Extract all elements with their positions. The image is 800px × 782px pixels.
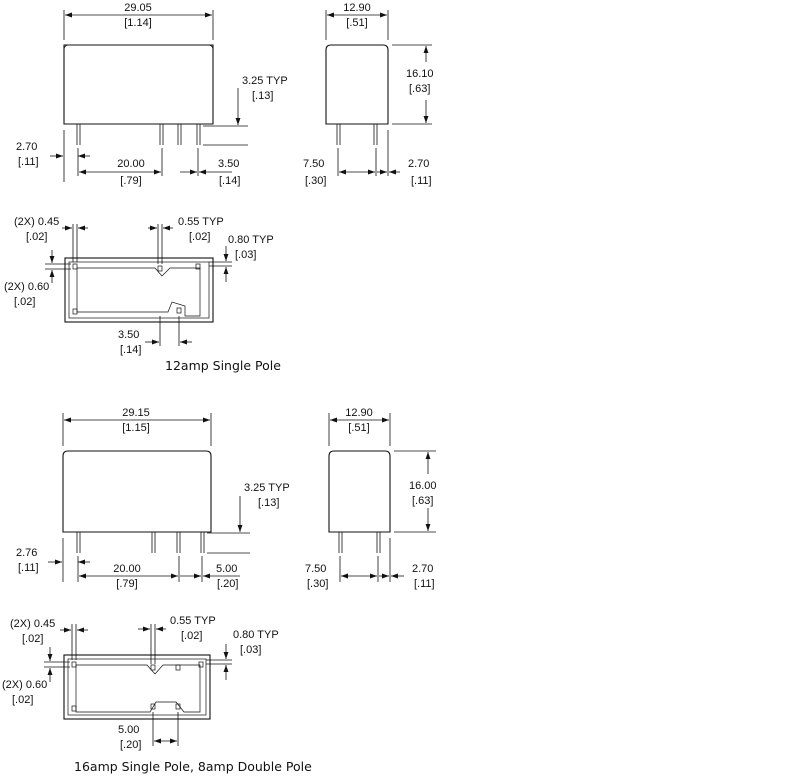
relay-12a-pin-length: 3.25 TYP: [242, 75, 288, 87]
relay-16a-side-pitch: 7.50: [305, 563, 326, 575]
relay-16a-fp-w1-in: [.02]: [22, 633, 43, 645]
relay-12a-fp-w2-in: [.02]: [189, 231, 210, 243]
relay-16a-fp-pitch: 5.00: [118, 724, 139, 736]
caption-16a: 16amp Single Pole, 8amp Double Pole: [74, 759, 312, 774]
relay-12a-height: 16.10: [406, 68, 434, 80]
relay-16a-width-in: [1.15]: [122, 422, 150, 434]
relay-12a-fp-h1-in: [.02]: [14, 296, 35, 308]
relay-12a-side-offset-in: [.11]: [411, 175, 432, 187]
relay-12a-pin-pitch-in: [.14]: [219, 175, 240, 187]
relay-12a-pin-offset-in: [.11]: [18, 156, 39, 168]
relay-12a-width: 29.05: [124, 2, 152, 14]
relay-16a-pin-offset: 2.76: [16, 547, 37, 559]
relay-16a-side-offset-in: [.11]: [414, 578, 435, 590]
relay-16a-fp-w2-in: [.02]: [181, 630, 202, 642]
relay-16a-side-view: 12.90 [.51] 16.00 [.63] 7.50 [.30] 2.70 …: [305, 407, 437, 590]
relay-12a-side-pitch-in: [.30]: [305, 175, 326, 187]
relay-16a-front-view: 29.15 [1.15] 3.25 TYP [.13] 2.76 [.11] 2…: [16, 407, 290, 590]
relay-12a-fp-w3: 0.80 TYP: [228, 234, 274, 246]
relay-12a-fp-h1: (2X) 0.60: [4, 281, 49, 293]
relay-16a-pin-pitch: 5.00: [216, 563, 237, 575]
relay-16a-pin-length-in: [.13]: [258, 497, 279, 509]
relay-12a-pin-offset: 2.70: [16, 141, 37, 153]
relay-12a-depth-in: [.51]: [346, 17, 367, 29]
relay-16a-fp-w3-in: [.03]: [240, 644, 261, 656]
relay-12a-height-in: [.63]: [409, 83, 430, 95]
relay-16a-pin-length: 3.25 TYP: [244, 482, 290, 494]
relay-12a-footprint: (2X) 0.45 [.02] 0.55 TYP [.02] 0.80 TYP …: [4, 216, 274, 356]
relay-12a-fp-pitch: 3.50: [118, 329, 139, 341]
relay-12a-pin-length-in: [.13]: [252, 90, 273, 102]
relay-12a-side-offset: 2.70: [408, 158, 429, 170]
relay-12a-depth: 12.90: [343, 2, 371, 14]
relay-16a-pin-offset-in: [.11]: [18, 562, 39, 574]
relay-12a-width-in: [1.14]: [124, 17, 152, 29]
relay-12a-fp-w1: (2X) 0.45: [14, 216, 59, 228]
relay-16a-footprint: (2X) 0.45 [.02] 0.55 TYP [.02] 0.80 TYP …: [2, 615, 279, 751]
relay-12a-fp-w2: 0.55 TYP: [178, 216, 224, 228]
relay-12a-front-view: 29.05 [1.14] 3.25 TYP [.13] 2.70 [.11] 2…: [16, 2, 288, 187]
relay-16a-pin-pitch-in: [.20]: [217, 578, 238, 590]
relay-16a-height: 16.00: [409, 480, 437, 492]
relay-12a-fp-w3-in: [.03]: [235, 249, 256, 261]
relay-16a-pin-spacing: 20.00: [113, 563, 141, 575]
relay-12a-fp-pitch-in: [.14]: [120, 344, 141, 356]
relay-12a-pin-spacing: 20.00: [117, 158, 145, 170]
relay-16a-fp-h1-in: [.02]: [12, 694, 33, 706]
relay-12a-pin-pitch: 3.50: [218, 158, 239, 170]
relay-16a-side-pitch-in: [.30]: [307, 578, 328, 590]
relay-16a-depth-in: [.51]: [348, 422, 369, 434]
relay-16a-fp-w2: 0.55 TYP: [170, 615, 216, 627]
relay-12a-side-view: 12.90 [.51] 16.10 [.63] 7.50 [.30] 2.70 …: [303, 2, 434, 187]
relay-16a-height-in: [.63]: [412, 495, 433, 507]
relay-12a-fp-w1-in: [.02]: [26, 231, 47, 243]
relay-16a-fp-pitch-in: [.20]: [120, 739, 141, 751]
relay-16a-width: 29.15: [122, 407, 150, 419]
relay-16a-depth: 12.90: [345, 407, 373, 419]
caption-12a: 12amp Single Pole: [165, 358, 281, 373]
relay-12a-side-pitch: 7.50: [303, 158, 324, 170]
relay-16a-fp-h1: (2X) 0.60: [2, 679, 47, 691]
relay-16a-fp-w3: 0.80 TYP: [233, 629, 279, 641]
relay-12a-pin-spacing-in: [.79]: [120, 175, 141, 187]
relay-16a-pin-spacing-in: [.79]: [116, 578, 137, 590]
relay-16a-fp-w1: (2X) 0.45: [10, 618, 55, 630]
relay-16a-side-offset: 2.70: [412, 563, 433, 575]
